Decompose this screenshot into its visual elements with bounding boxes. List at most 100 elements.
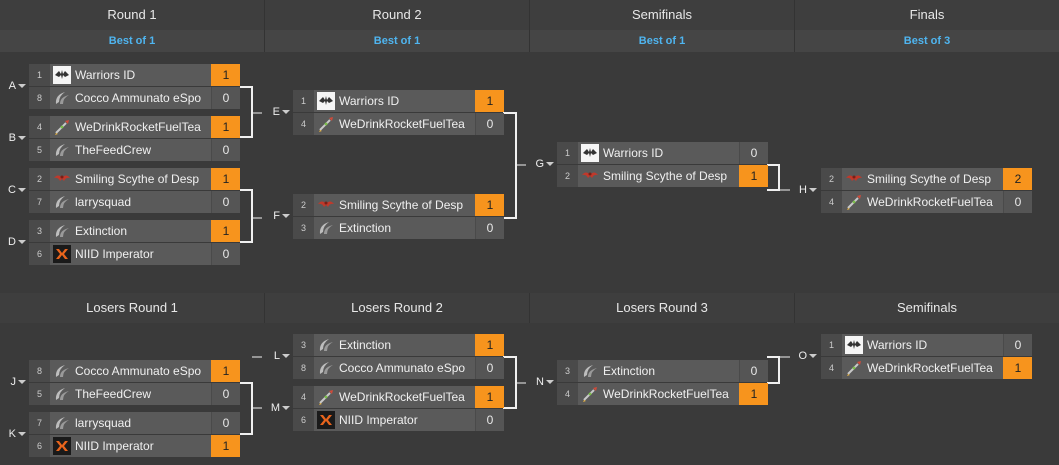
team-name[interactable]: WeDrinkRocketFuelTea: [75, 120, 201, 134]
dropdown-arrow-icon[interactable]: [18, 380, 26, 385]
match-identifier[interactable]: N: [532, 376, 554, 388]
team-name[interactable]: WeDrinkRocketFuelTea: [339, 390, 465, 404]
team-name[interactable]: WeDrinkRocketFuelTea: [339, 117, 465, 131]
team-name[interactable]: Warriors ID: [603, 146, 664, 160]
team-name[interactable]: Warriors ID: [75, 68, 136, 82]
team-name[interactable]: Warriors ID: [339, 94, 400, 108]
match-identifier[interactable]: L: [268, 350, 290, 362]
dropdown-arrow-icon[interactable]: [18, 188, 26, 193]
match-identifier[interactable]: E: [268, 106, 290, 118]
dropdown-arrow-icon[interactable]: [546, 162, 554, 167]
team-name[interactable]: Cocco Ammunato eSpo: [75, 364, 202, 378]
team-name[interactable]: Cocco Ammunato eSpo: [339, 361, 466, 375]
team-name[interactable]: larrysquad: [75, 195, 132, 209]
match-identifier[interactable]: K: [4, 428, 26, 440]
team-name[interactable]: WeDrinkRocketFuelTea: [867, 361, 993, 375]
dropdown-arrow-icon[interactable]: [18, 240, 26, 245]
match-identifier[interactable]: D: [4, 236, 26, 248]
score: 0: [211, 383, 240, 405]
dropdown-arrow-icon[interactable]: [282, 214, 290, 219]
match-identifier[interactable]: F: [268, 210, 290, 222]
team-name[interactable]: Extinction: [603, 364, 656, 378]
match-identifier[interactable]: O: [795, 350, 817, 362]
match-identifier[interactable]: M: [268, 402, 290, 414]
team-name[interactable]: TheFeedCrew: [75, 387, 152, 401]
team-name[interactable]: NIID Imperator: [75, 439, 154, 453]
team-name[interactable]: Smiling Scythe of Desp: [339, 198, 464, 212]
match-identifier[interactable]: A: [4, 80, 26, 92]
team-name[interactable]: Extinction: [339, 338, 392, 352]
dropdown-arrow-icon[interactable]: [809, 188, 817, 193]
match-identifier[interactable]: C: [4, 184, 26, 196]
dropdown-arrow-icon[interactable]: [18, 432, 26, 437]
team-name[interactable]: Extinction: [75, 224, 128, 238]
score: 1: [475, 334, 504, 356]
match-identifier[interactable]: B: [4, 132, 26, 144]
match-identifier[interactable]: H: [795, 184, 817, 196]
dropdown-arrow-icon[interactable]: [282, 406, 290, 411]
team-name[interactable]: larrysquad: [75, 416, 132, 430]
team-name[interactable]: Smiling Scythe of Desp: [603, 169, 728, 183]
team-name[interactable]: Cocco Ammunato eSpo: [75, 91, 202, 105]
team-name[interactable]: Warriors ID: [867, 338, 928, 352]
team-name[interactable]: WeDrinkRocketFuelTea: [867, 195, 993, 209]
team-name[interactable]: Smiling Scythe of Desp: [867, 172, 992, 186]
team-name[interactable]: Extinction: [339, 221, 392, 235]
dropdown-arrow-icon[interactable]: [18, 84, 26, 89]
team-name[interactable]: NIID Imperator: [75, 247, 154, 261]
team-name[interactable]: Smiling Scythe of Desp: [75, 172, 200, 186]
dropdown-arrow-icon[interactable]: [282, 354, 290, 359]
team-name[interactable]: TheFeedCrew: [75, 143, 152, 157]
dropdown-arrow-icon[interactable]: [546, 380, 554, 385]
dropdown-arrow-icon[interactable]: [18, 136, 26, 141]
dropdown-arrow-icon[interactable]: [809, 354, 817, 359]
team-name[interactable]: WeDrinkRocketFuelTea: [603, 387, 729, 401]
team-name[interactable]: NIID Imperator: [339, 413, 418, 427]
dropdown-arrow-icon[interactable]: [282, 110, 290, 115]
match-identifier[interactable]: G: [532, 158, 554, 170]
match-identifier[interactable]: J: [4, 376, 26, 388]
